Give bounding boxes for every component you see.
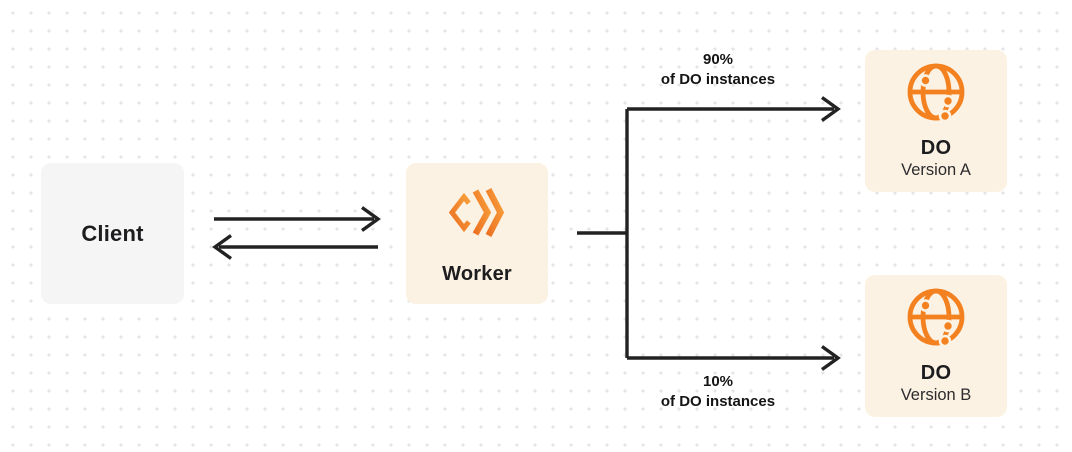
- edge-label-90-line1: 90%: [702, 51, 734, 68]
- do-a-title: DO: [920, 137, 952, 159]
- client-node: Client: [41, 163, 184, 304]
- worker-branch-connector: [577, 109, 629, 358]
- edge-label-90-line2: of DO instances: [660, 71, 776, 88]
- do-b-title: DO: [920, 362, 952, 384]
- do-b-subtitle: Version B: [900, 386, 972, 404]
- durable-object-globe-icon: [904, 285, 968, 349]
- do-version-b-node: DO Version B: [865, 275, 1007, 417]
- branch-to-do-b-arrow: [627, 345, 841, 371]
- durable-object-globe-icon: [904, 60, 968, 124]
- edge-label-10-line1: 10%: [702, 373, 734, 390]
- cloudflare-workers-icon: [449, 185, 505, 243]
- edge-label-90-percent: 90% of DO instances: [618, 50, 818, 90]
- worker-node: Worker: [406, 163, 548, 304]
- do-a-subtitle: Version A: [901, 161, 971, 179]
- branch-to-do-a-arrow: [627, 96, 841, 122]
- client-to-worker-arrow: [214, 206, 381, 232]
- client-label: Client: [81, 220, 144, 246]
- do-version-a-node: DO Version A: [865, 50, 1007, 192]
- worker-to-client-arrow: [212, 234, 378, 260]
- edge-label-10-percent: 10% of DO instances: [618, 372, 818, 412]
- edge-label-10-line2: of DO instances: [660, 393, 776, 410]
- worker-label: Worker: [442, 263, 512, 285]
